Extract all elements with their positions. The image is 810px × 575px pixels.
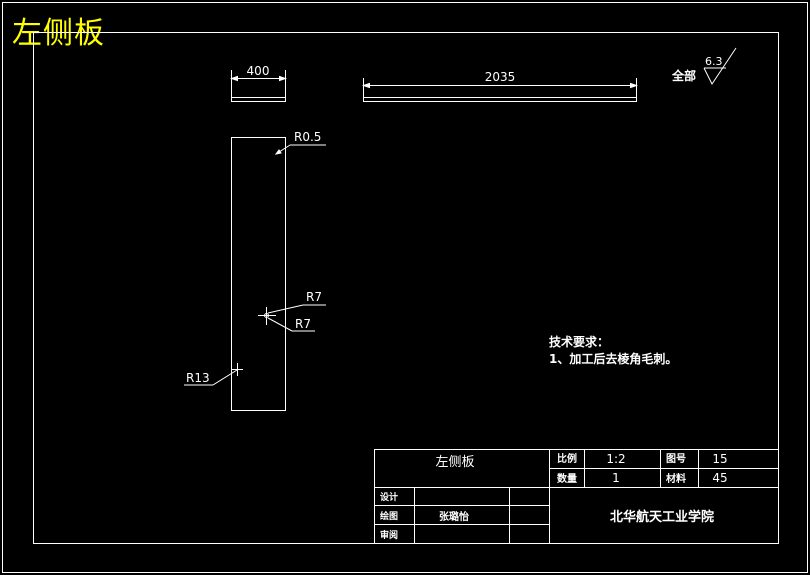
dim-r-hole-b: R7 <box>295 317 311 331</box>
tb-drawing-no-value: 15 <box>712 452 727 466</box>
plate-view <box>184 137 326 411</box>
dim-r-corner: R0.5 <box>294 130 321 144</box>
roughness-symbol <box>703 47 737 85</box>
tech-item-1: 1、加工后去棱角毛刺。 <box>549 351 677 366</box>
length-view <box>361 78 639 102</box>
roughness-value: 6.3 <box>705 55 723 68</box>
tb-scale-value: 1:2 <box>606 452 625 466</box>
inner-border <box>33 32 779 544</box>
dim-length: 2035 <box>485 70 516 84</box>
dim-r-hole-a: R7 <box>306 290 322 304</box>
tech-heading: 技术要求： <box>549 334 609 349</box>
tb-drafter-name: 张璐怡 <box>439 510 469 523</box>
roughness-label: 全部 <box>671 68 696 83</box>
title-block <box>374 449 779 544</box>
tb-scale-label: 比例 <box>557 452 577 465</box>
tb-qty-label: 数量 <box>557 472 577 485</box>
tb-material-label: 材料 <box>666 472 686 485</box>
tb-part-name: 左侧板 <box>435 455 474 470</box>
width-view <box>229 70 288 102</box>
tb-review-label: 审阅 <box>380 529 398 541</box>
dim-r-side: R13 <box>186 371 210 385</box>
tb-material-value: 45 <box>712 471 727 485</box>
dim-width: 400 <box>247 64 270 78</box>
tb-school: 北华航天工业学院 <box>610 509 714 525</box>
drawing-title: 左侧板 <box>12 16 105 51</box>
tb-drawing-no-label: 图号 <box>666 453 686 465</box>
tb-draw-label: 绘图 <box>380 510 398 522</box>
tb-qty-value: 1 <box>612 471 620 485</box>
tb-design-label: 设计 <box>380 491 398 503</box>
